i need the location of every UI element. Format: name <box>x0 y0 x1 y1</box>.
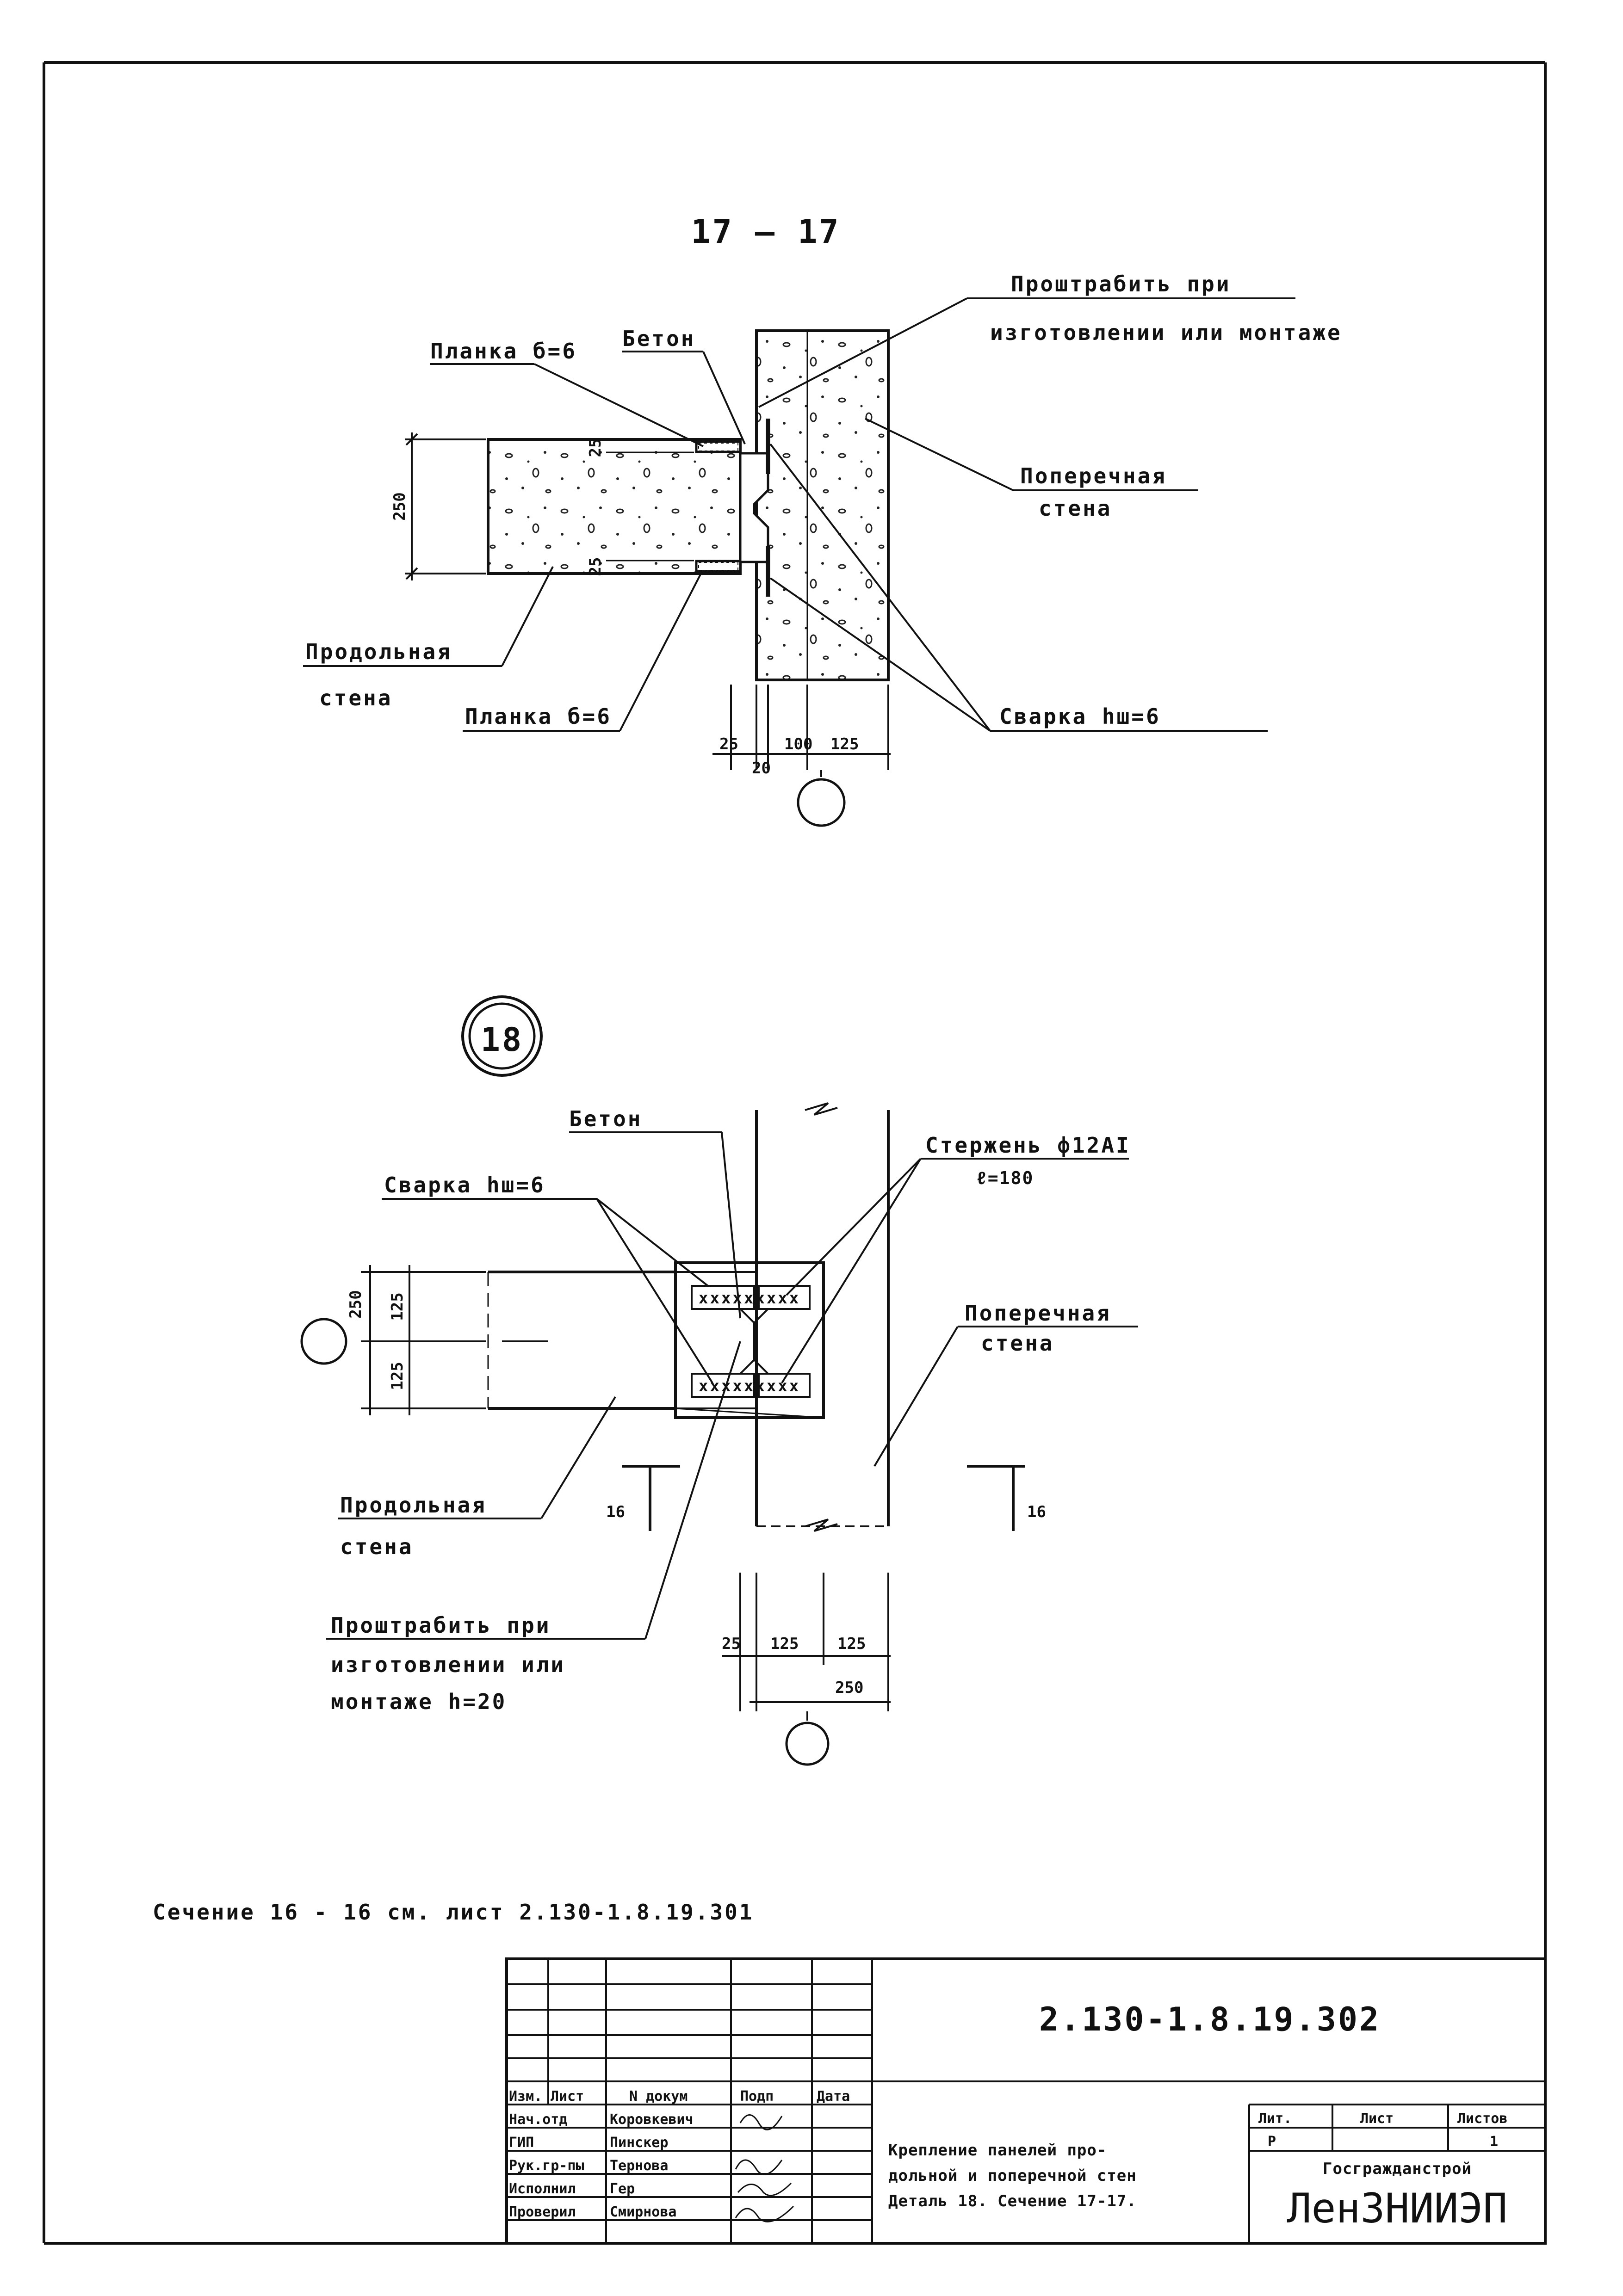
grooving-label-18-3: монтаже h=20 <box>331 1689 507 1714</box>
lit-label: Лит. <box>1258 2111 1292 2127</box>
grooving-label-18-2: изготовлении или <box>331 1652 565 1677</box>
signatures <box>735 2114 794 2222</box>
plate-top <box>695 440 742 453</box>
role-4: Проверил <box>509 2204 576 2220</box>
lit-value: Р <box>1268 2134 1276 2150</box>
dim-bottom-250-18: 250 <box>835 1679 863 1697</box>
grooving-label-2: изготовлении или монтаже <box>990 320 1342 345</box>
doc-code: 2.130-1.8.19.302 <box>1039 2000 1381 2038</box>
dim-bottom-125: 125 <box>830 735 859 753</box>
doc-title-3: Деталь 18. Сечение 17-17. <box>888 2192 1137 2210</box>
role-2: Рук.гр-пы <box>509 2158 584 2174</box>
name-0: Коровкевич <box>610 2111 694 2128</box>
cross-wall-label-2: стена <box>1039 496 1112 521</box>
detail-18: 18 xxxxxxxxx xxxxxxxxx 250 125 <box>300 995 1138 1766</box>
dim-250-left: 250 <box>347 1290 365 1318</box>
cross-wall-label-18-2: стена <box>981 1331 1054 1356</box>
col-data: Дата <box>817 2088 850 2105</box>
dim-250 <box>405 432 486 580</box>
name-2: Тернова <box>610 2158 668 2174</box>
title-block: 2.130-1.8.19.302 Изм. Лист N докум Подп … <box>505 1957 1547 2245</box>
sheets-label: Листов <box>1457 2111 1507 2127</box>
axis-marker-18-bottom <box>785 1722 830 1766</box>
concrete-label: Бетон <box>622 326 695 351</box>
dim-125-lower: 125 <box>388 1362 407 1390</box>
weld-marks-bottom: xxxxxxxxx <box>699 1377 800 1395</box>
org-name-1: Госгражданстрой <box>1323 2160 1472 2178</box>
dim-bottom-25-18: 25 <box>722 1635 741 1653</box>
rod-label-1: Стержень ф12АI <box>925 1133 1131 1158</box>
name-4: Смирнова <box>610 2204 677 2220</box>
weld-marks-top: xxxxxxxxx <box>699 1289 800 1308</box>
cross-wall-label-1: Поперечная <box>1020 463 1167 488</box>
dim-bottom-20: 20 <box>752 759 771 778</box>
dim-bottom-125a-18: 125 <box>770 1635 799 1653</box>
dim-bottom-100: 100 <box>784 735 812 753</box>
grooving-label-1: Проштрабить при <box>1011 272 1231 296</box>
org-name-2: ЛенЗНИИЭП <box>1287 2185 1508 2232</box>
dim-bottom-25: 25 <box>719 735 738 753</box>
plate-bottom <box>695 560 742 573</box>
col-ndoc: N докум <box>629 2088 688 2105</box>
longitudinal-wall-label-1: Продольная <box>305 639 452 664</box>
weld-label-18: Сварка hш=6 <box>384 1173 545 1197</box>
section-note: Сечение 16 - 16 см. лист 2.130-1.8.19.30… <box>153 1900 754 1925</box>
col-podp: Подп <box>740 2088 774 2105</box>
role-3: Исполнил <box>509 2181 576 2197</box>
section-title: 17 — 17 <box>691 213 840 251</box>
role-0: Нач.отд <box>509 2111 567 2128</box>
dim-250-text: 250 <box>390 492 409 520</box>
sheets-value: 1 <box>1490 2134 1498 2150</box>
grooving-label-18-1: Проштрабить при <box>331 1613 551 1638</box>
longitudinal-wall-label-18-1: Продольная <box>340 1493 487 1518</box>
section-mark-left: 16 <box>606 1503 625 1521</box>
weld-label: Сварка hш=6 <box>999 704 1161 729</box>
sheet-label: Лист <box>1360 2111 1394 2127</box>
detail-number: 18 <box>481 1021 523 1059</box>
col-izm: Изм. <box>509 2088 542 2105</box>
dim-25-top-text: 25 <box>586 438 605 457</box>
plate-top-label: Планка б=6 <box>430 339 577 364</box>
cross-wall-body <box>755 329 890 681</box>
longitudinal-wall-label-2: стена <box>319 685 392 710</box>
name-3: Гер <box>610 2181 635 2197</box>
rod-label-2: ℓ=180 <box>976 1168 1034 1188</box>
axis-marker-17 <box>797 778 846 827</box>
section-17-17: 17 — 17 250 25 25 Бетон <box>303 213 1342 827</box>
col-list: Лист <box>551 2088 584 2105</box>
longitudinal-wall-body <box>487 438 742 575</box>
concrete-label-18: Бетон <box>569 1106 642 1131</box>
plate-bottom-label: Планка б=6 <box>465 704 612 729</box>
name-1: Пинскер <box>610 2135 668 2151</box>
section-mark-right: 16 <box>1027 1503 1046 1521</box>
doc-title-2: дольной и поперечной стен <box>888 2166 1137 2185</box>
axis-marker-18-left <box>300 1318 347 1365</box>
dim-125-upper: 125 <box>388 1292 407 1321</box>
cross-wall-label-18-1: Поперечная <box>965 1301 1111 1326</box>
dim-bottom-125b-18: 125 <box>837 1635 866 1653</box>
role-1: ГИП <box>509 2135 534 2151</box>
dim-25-bottom-text: 25 <box>586 557 605 576</box>
longitudinal-wall-label-18-2: стена <box>340 1534 413 1559</box>
doc-title-1: Крепление панелей про- <box>888 2141 1107 2160</box>
